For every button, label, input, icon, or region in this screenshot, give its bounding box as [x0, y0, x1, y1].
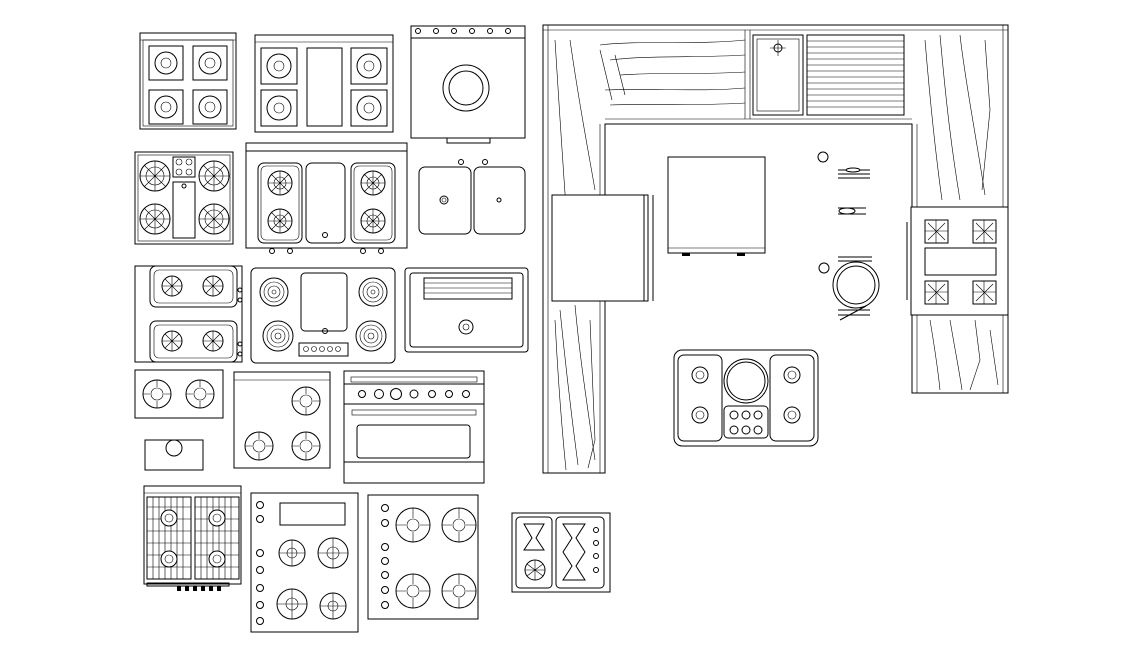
coil-element	[355, 320, 387, 352]
coil-element	[358, 277, 388, 307]
wok-range-top	[410, 25, 526, 144]
coil-element	[259, 277, 289, 307]
cooktop-grates-4-burner	[143, 485, 242, 591]
burner-star	[198, 160, 230, 192]
domino-cooktop-pair	[511, 512, 611, 593]
burner-grate	[192, 89, 228, 125]
burner-star	[139, 160, 171, 192]
burner-grate	[148, 89, 184, 125]
u-shaped-kitchen-plan	[542, 24, 1009, 474]
electric-cooktop-coil-griddle	[250, 267, 396, 364]
range-top-2-burner-pairs-griddle	[245, 142, 408, 254]
cooktop-4-burner-gas-grill	[134, 151, 234, 245]
burner-grate	[148, 45, 184, 81]
burner-star	[198, 203, 230, 235]
cooktop-5-burner-panel	[250, 492, 359, 633]
single-burner-hob	[144, 439, 204, 471]
double-sink	[418, 159, 526, 235]
cooktop-2-burner	[134, 369, 224, 419]
cooktop-4-burner-knobs	[367, 494, 479, 620]
cooktop-4-burner	[233, 371, 331, 469]
single-sink	[404, 267, 529, 353]
cooktop-4-burner-griddle	[254, 34, 394, 133]
cooktop-2x2-burners	[134, 265, 243, 363]
burner-grate	[192, 45, 228, 81]
coil-element	[262, 320, 294, 352]
range-oven-front	[343, 370, 485, 484]
burner-star	[139, 203, 171, 235]
cooktop-6-burner-wok	[673, 349, 819, 447]
cooktop-4-burner-square	[139, 32, 237, 130]
